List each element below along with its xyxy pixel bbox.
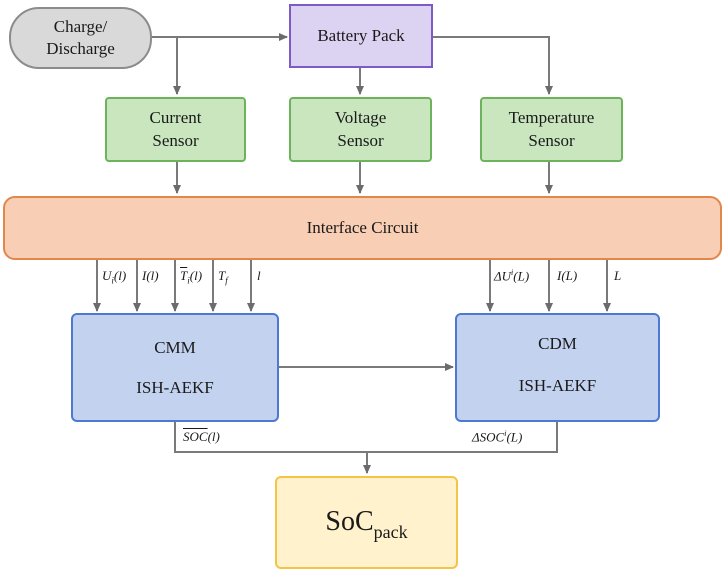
temperature-sensor-line2: Sensor [528, 130, 575, 150]
cmm-method: ISH-AEKF [136, 378, 214, 398]
signal-cmm-tf: Tf [218, 268, 228, 286]
voltage-sensor-line2: Sensor [337, 130, 384, 150]
signal-cmm-i: I(l) [142, 268, 159, 283]
signal-cmm-u: Ui(l) [102, 268, 127, 286]
cdm-node: CDM ISH-AEKF [455, 313, 660, 422]
cmm-node: CMM ISH-AEKF [71, 313, 279, 422]
signal-cmm-t: Ti(l) [180, 268, 203, 286]
arrow-battery-to-temperature [433, 36, 553, 95]
cdm-title: CDM [538, 334, 577, 353]
current-sensor-line1: Current [149, 108, 202, 128]
arrow-cmm-to-soc [174, 422, 371, 474]
temperature-sensor-line1: Temperature [508, 108, 595, 128]
signal-cdm-l: L [614, 268, 622, 283]
soc-pack-main: SoC [325, 506, 374, 538]
charge-label-line2: Discharge [46, 39, 115, 58]
voltage-sensor-node: Voltage Sensor [289, 97, 432, 162]
temperature-sensor-node: Temperature Sensor [480, 97, 623, 162]
soc-pack-sub: pack [373, 521, 408, 542]
line-cdm-to-soc [367, 422, 558, 453]
battery-pack-label: Battery Pack [317, 25, 405, 45]
charge-discharge-node: Charge/ Discharge [9, 7, 152, 69]
voltage-sensor-line1: Voltage [334, 108, 387, 128]
current-sensor-line2: Sensor [152, 130, 199, 150]
current-sensor-node: Current Sensor [105, 97, 246, 162]
interface-circuit-label: Interface Circuit [306, 217, 419, 237]
signal-cmm-l: l [257, 268, 261, 283]
signal-cdm-du: ΔUi(L) [494, 268, 530, 284]
cdm-method: ISH-AEKF [518, 376, 597, 396]
battery-pack-node: Battery Pack [289, 4, 433, 68]
signal-soc-cmm: SOC(l) [183, 429, 220, 444]
cmm-title: CMM [154, 338, 196, 357]
signal-cdm-i: I(L) [557, 268, 578, 283]
signal-soc-cdm: ΔSOCi(L) [472, 429, 523, 445]
interface-circuit-node: Interface Circuit [3, 196, 722, 260]
charge-label-line1: Charge/ [53, 16, 108, 36]
